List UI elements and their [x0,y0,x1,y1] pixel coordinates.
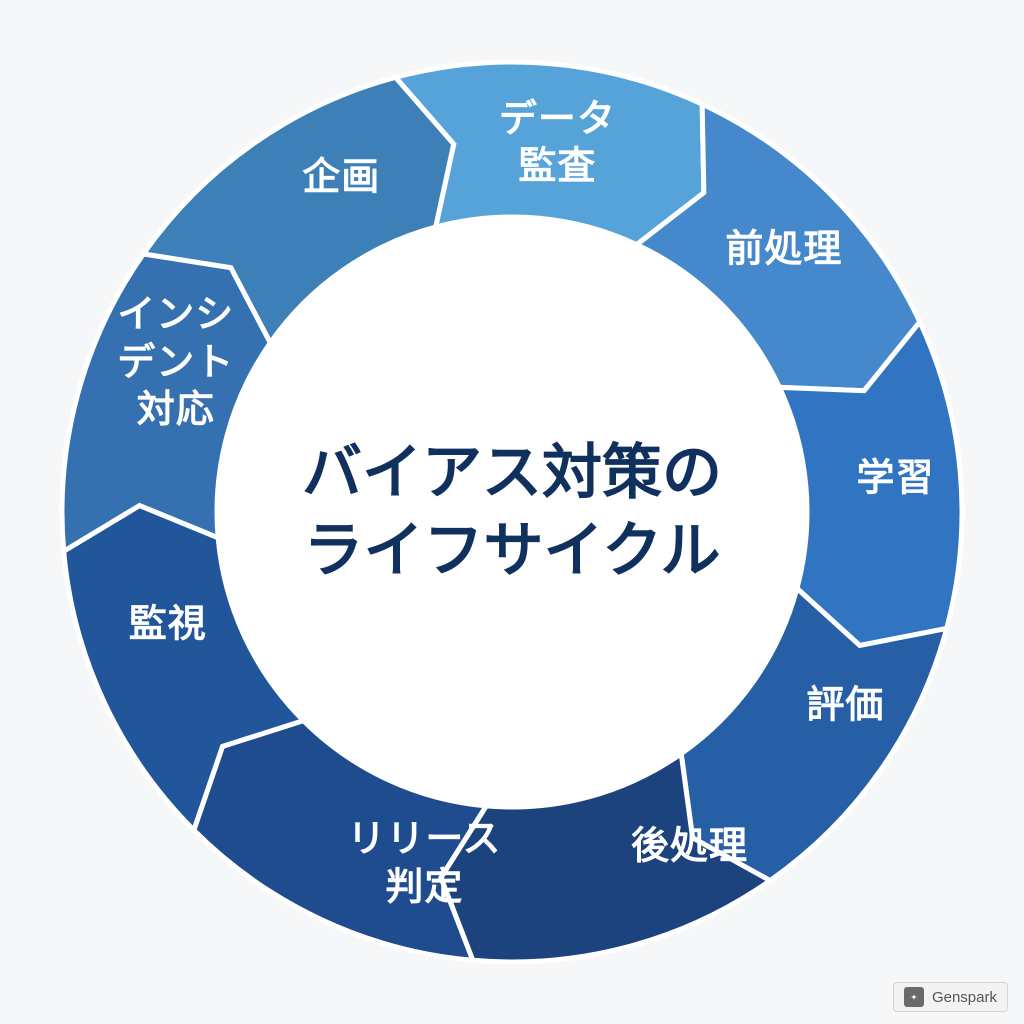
segment-label: 評価 [806,681,885,726]
watermark-text: Genspark [931,988,997,1006]
segment-label: 学習 [856,455,935,500]
segment-label: データ 監査 [498,96,616,188]
center-title: バイアス対策の ライフサイクル [302,438,722,586]
genspark-watermark: ✦ Genspark [892,982,1008,1012]
ring-segment [139,74,457,348]
segment-label: リリース 判定 [347,816,502,909]
segment-label: 後処理 [630,823,748,867]
segment-label: 前処理 [725,226,843,271]
segment-label: 企画 [302,154,381,199]
segment-label: 監視 [128,601,207,646]
genspark-logo-icon: ✦ [903,987,924,1007]
center-circle [219,219,805,805]
segment-label: インシ デント 対応 [117,292,235,432]
